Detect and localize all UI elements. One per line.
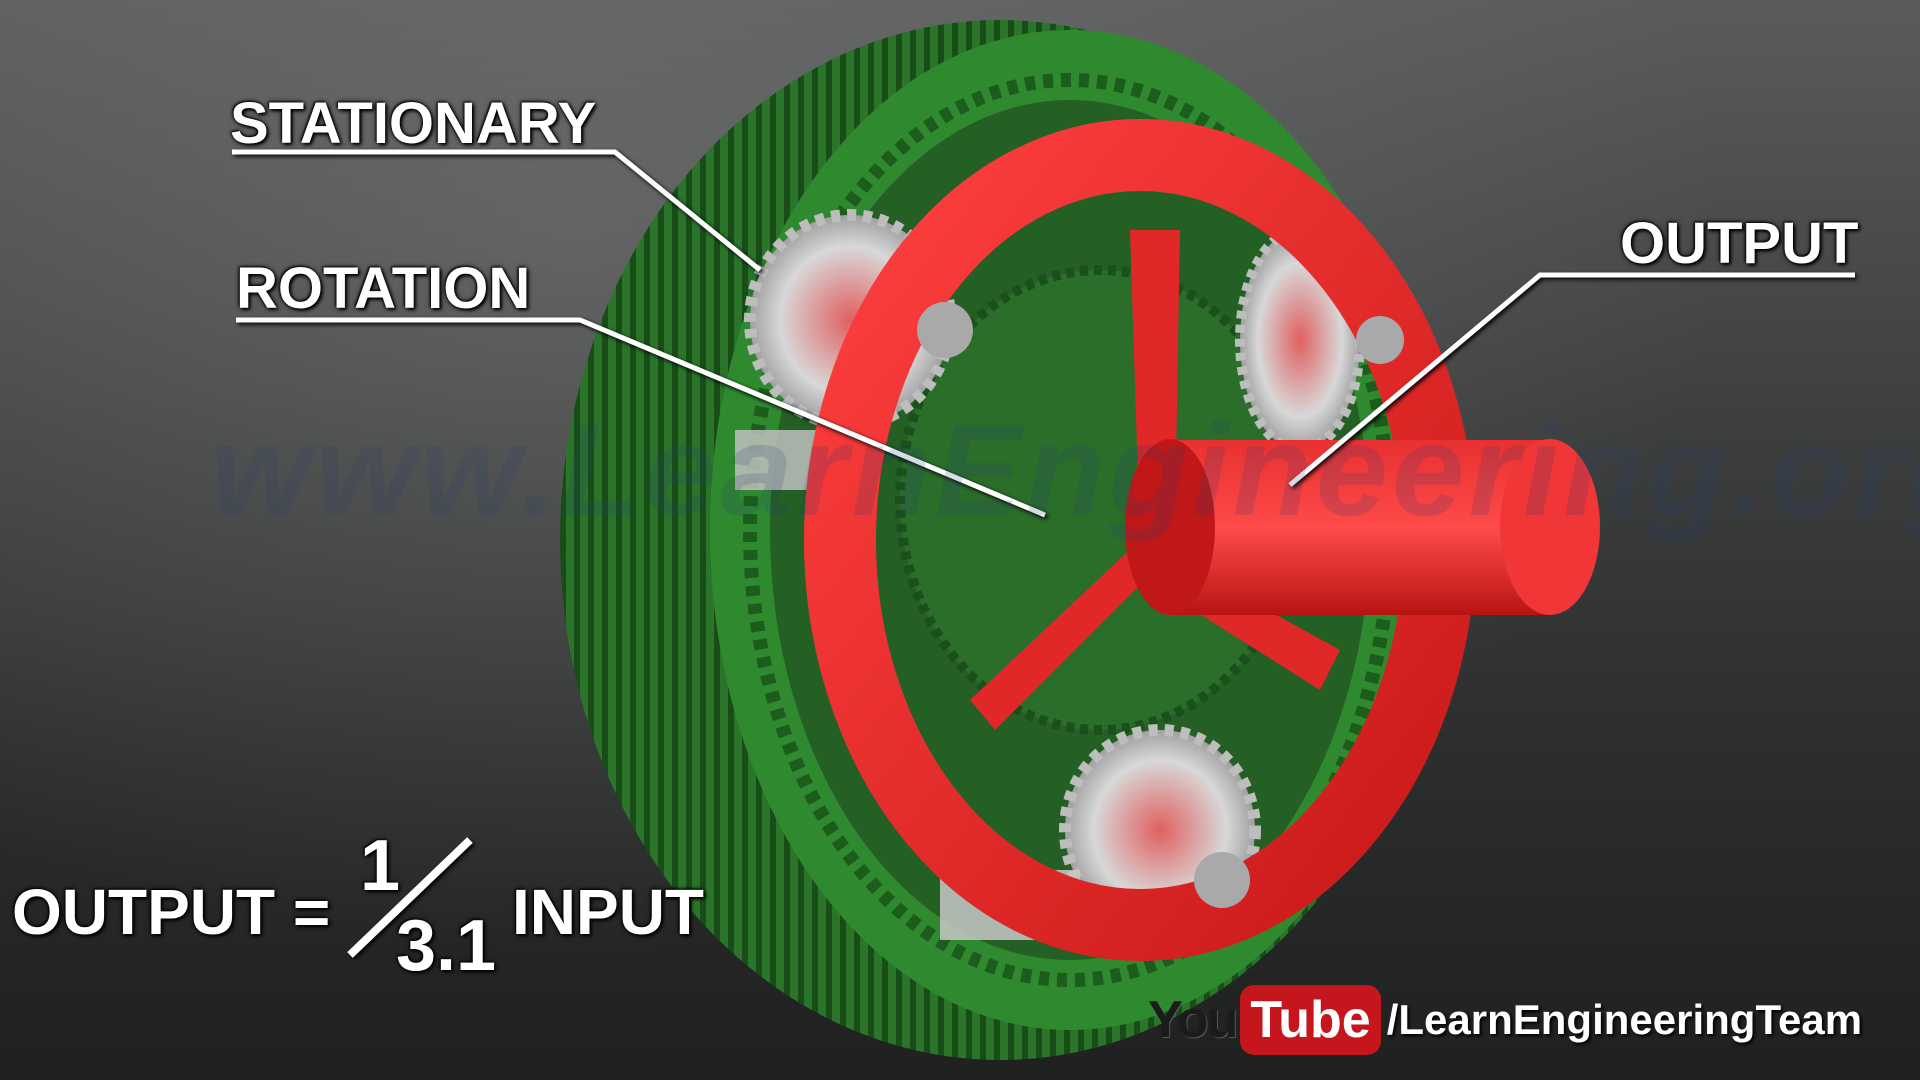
output-leader (1288, 272, 1855, 487)
output-shaft-base (1125, 439, 1215, 615)
watermark-text: www.LearnEngineering.org (210, 397, 1920, 543)
output-label: OUTPUT (1620, 211, 1859, 276)
formula-left-text: OUTPUT = (12, 876, 331, 948)
carrier-pin-bottom (1194, 852, 1250, 908)
output-shaft-body (1170, 440, 1550, 615)
formula-numerator: 1 (360, 826, 401, 906)
carrier-pin-top-left (917, 302, 973, 358)
stationary-label: STATIONARY (230, 91, 597, 156)
formula-fraction-slash (347, 837, 473, 958)
formula-right-text: INPUT (512, 876, 704, 948)
carrier-pin-top-right (1356, 316, 1404, 364)
youtube-channel-badge[interactable]: You Tube /LearnEngineeringTeam (1148, 985, 1862, 1055)
youtube-logo-tube: Tube (1240, 985, 1381, 1055)
youtube-logo-you: You (1148, 991, 1238, 1049)
formula-denominator: 3.1 (396, 906, 497, 986)
stationary-leader (232, 149, 762, 272)
rotation-leader (236, 317, 1046, 518)
youtube-channel-name: /LearnEngineeringTeam (1386, 996, 1863, 1043)
output-shaft-end (1500, 439, 1600, 615)
leader-lines (232, 149, 1855, 518)
rotation-label: ROTATION (236, 256, 531, 321)
